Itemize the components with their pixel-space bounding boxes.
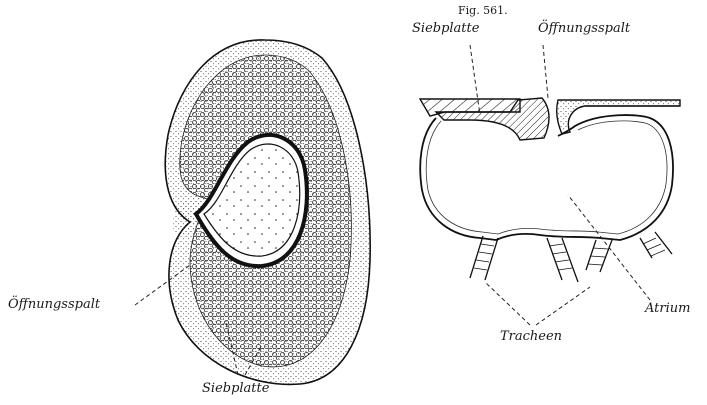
body-wall-right: [557, 100, 680, 134]
label-atrium: Atrium: [645, 302, 690, 315]
right-view: [420, 45, 680, 325]
leader-atrium: [568, 195, 650, 300]
left-view: [135, 40, 370, 384]
label-opening-slit-right: Öffnungsspalt: [538, 22, 630, 35]
label-siebplatte-left: Siebplatte: [202, 382, 269, 395]
figure-number: Fig. 561.: [458, 5, 508, 16]
leader-tracheen-a: [486, 283, 530, 325]
leader-opening-slit-right: [543, 45, 548, 98]
label-siebplatte-right: Siebplatte: [412, 22, 479, 35]
leader-tracheen-b: [536, 287, 590, 325]
tracheae: [470, 232, 672, 282]
label-tracheen: Tracheen: [500, 330, 562, 343]
tracheae-rings: [474, 238, 665, 270]
label-opening-slit-left: Öffnungsspalt: [8, 298, 100, 311]
atrium-chamber: [420, 115, 673, 240]
